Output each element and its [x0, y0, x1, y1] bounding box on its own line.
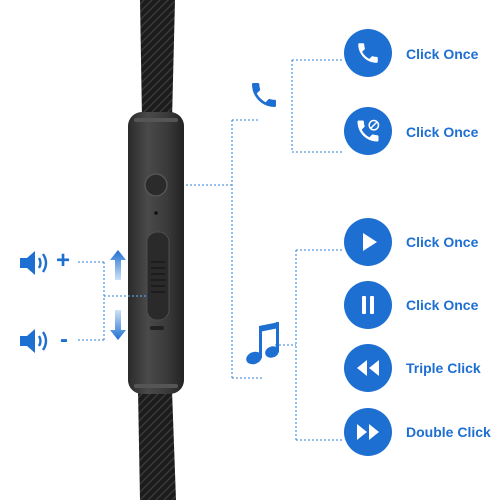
rewind-label: Triple Click [406, 360, 481, 376]
arrow-up-icon [110, 250, 126, 280]
pause-icon [356, 293, 380, 317]
fast-forward-label: Double Click [406, 424, 491, 440]
call-reject-button[interactable] [344, 107, 392, 155]
volume-down-sign: - [60, 326, 68, 353]
fast-forward-button[interactable] [344, 408, 392, 456]
play-label: Click Once [406, 234, 479, 250]
music-note-icon [244, 320, 280, 366]
call-reject-label: Click Once [406, 124, 479, 140]
pause-label: Click Once [406, 297, 479, 313]
pause-button[interactable] [344, 281, 392, 329]
phone-answer-icon [355, 40, 381, 66]
call-answer-label: Click Once [406, 46, 479, 62]
speaker-icon [18, 249, 52, 277]
rewind-button[interactable] [344, 344, 392, 392]
play-button[interactable] [344, 218, 392, 266]
play-icon [356, 230, 380, 254]
arrow-down-icon [110, 310, 126, 340]
volume-up-sign: + [56, 247, 71, 274]
fast-forward-icon [355, 422, 381, 442]
speaker-icon [18, 327, 52, 355]
call-answer-button[interactable] [344, 29, 392, 77]
phone-reject-icon [354, 117, 382, 145]
rewind-icon [355, 358, 381, 378]
phone-icon [248, 78, 280, 112]
